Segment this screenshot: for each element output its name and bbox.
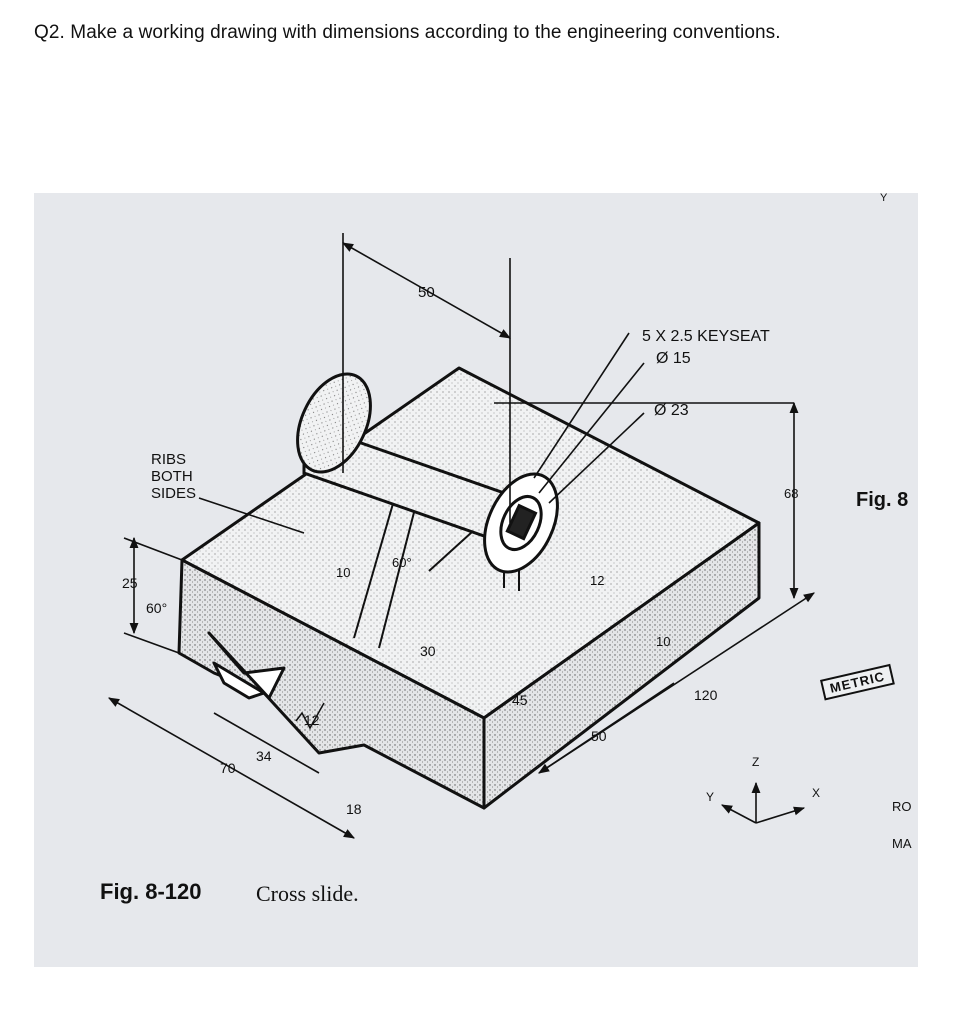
corner-fragment: Y — [880, 193, 888, 204]
dim-25: 25 — [122, 575, 138, 591]
question-text: Q2. Make a working drawing with dimensio… — [34, 22, 781, 43]
dim-50-bottom: 50 — [591, 728, 607, 744]
isometric-drawing: RIBS BOTH SIDES 5 X 2.5 KEYSEAT Ø 15 Ø 2… — [108, 193, 888, 839]
axis-x-label: X — [812, 786, 820, 800]
surface-finish-icon — [295, 702, 325, 730]
ribs-note-2: BOTH — [151, 468, 193, 485]
cylinder-boss — [296, 372, 559, 574]
cylinder-back-end — [296, 372, 372, 474]
axis-y-label: Y — [706, 790, 714, 804]
dim-45: 45 — [512, 692, 528, 708]
dim-34: 34 — [256, 748, 272, 764]
dim-60-rib: 60° — [392, 555, 412, 570]
edge-fragment-1: RO — [892, 799, 912, 814]
dimension-lines — [108, 233, 815, 839]
axis-z-label: Z — [752, 755, 759, 769]
dia23-note: Ø 23 — [654, 402, 689, 419]
axis-indicator — [721, 781, 806, 824]
dovetail-slot — [207, 631, 286, 700]
dim-12-mid: 12 — [590, 573, 604, 588]
figure-caption-number: Fig. 8-120 — [100, 879, 202, 904]
dim-10-rib: 10 — [336, 565, 350, 580]
figure-caption-text: Cross slide. — [256, 881, 359, 906]
ribs-note-3: SIDES — [151, 485, 196, 502]
figure-panel: RIBS BOTH SIDES 5 X 2.5 KEYSEAT Ø 15 Ø 2… — [34, 193, 918, 967]
dim-18: 18 — [346, 801, 362, 817]
dim-120: 120 — [694, 687, 718, 703]
dim-60-left: 60° — [146, 600, 167, 616]
edge-fragment-2: MA — [892, 836, 912, 851]
dim-10-right: 10 — [656, 634, 670, 649]
fig-ref-partial: Fig. 8 — [856, 489, 909, 511]
dim-68: 68 — [784, 486, 798, 501]
keyseat-note: 5 X 2.5 KEYSEAT — [642, 328, 770, 345]
keyseat-mark — [505, 503, 538, 541]
dim-50-top: 50 — [418, 284, 435, 301]
dim-70: 70 — [220, 760, 236, 776]
dim-30: 30 — [420, 643, 436, 659]
ribs-note-1: RIBS — [151, 451, 186, 468]
dia15-note: Ø 15 — [656, 350, 691, 367]
